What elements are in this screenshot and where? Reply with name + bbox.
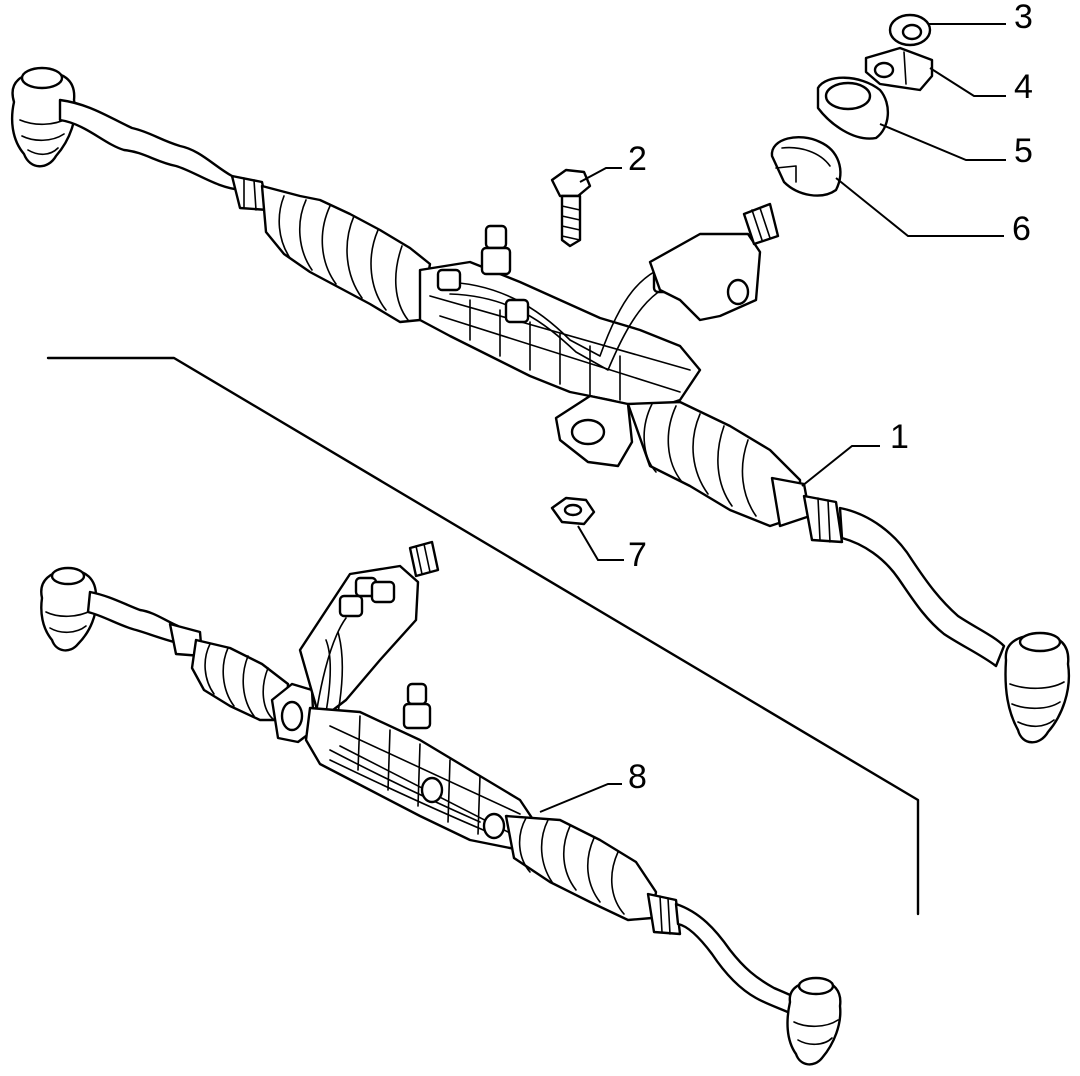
callout-leader-6 [835, 177, 1004, 237]
callout-leader-2 [579, 167, 622, 183]
rack-housing-top [418, 224, 702, 412]
left-tie-rod-end-top [10, 66, 270, 212]
bolt-part-2 [550, 168, 592, 248]
steering-rack-assembly-bottom [40, 540, 842, 1066]
callout-number-3: 3 [1014, 0, 1033, 36]
left-boot-top [260, 184, 432, 324]
right-tie-rod-top [802, 494, 1006, 668]
rack-housing-bottom [304, 682, 542, 852]
right-tie-rod-end-bottom [786, 976, 842, 1066]
callout-leader-5 [879, 123, 1006, 161]
washer-part-3 [888, 13, 932, 47]
callout-number-6: 6 [1012, 210, 1031, 248]
bracket-part-4 [864, 46, 934, 92]
rack-mount-bracket-bottom [270, 682, 316, 744]
callout-number-7: 7 [628, 536, 647, 574]
callout-leader-8 [539, 783, 622, 813]
callout-number-8: 8 [628, 758, 647, 796]
right-boot-top [626, 400, 812, 528]
clamp-ring-part-6 [770, 135, 842, 197]
callout-number-5: 5 [1014, 132, 1033, 170]
left-tie-rod-end-bottom [40, 566, 204, 658]
rack-mount-bracket-top [554, 394, 634, 468]
nut-part-7 [550, 496, 596, 526]
steering-rack-assembly-top [10, 66, 1071, 744]
callout-number-4: 4 [1014, 68, 1033, 106]
callout-number-2: 2 [628, 140, 647, 178]
callout-leader-4 [929, 67, 1006, 97]
pinion-valve-body-top [648, 202, 780, 322]
pinion-valve-body-bottom [298, 540, 440, 747]
callout-leader-7 [577, 525, 624, 561]
callout-leader-1 [801, 445, 880, 487]
right-tie-rod-bottom [646, 892, 808, 1020]
callout-number-1: 1 [890, 418, 909, 456]
bushing-part-5 [816, 76, 889, 140]
left-boot-bottom [190, 638, 290, 722]
right-boot-bottom [504, 814, 658, 922]
variant-divider-line [46, 356, 920, 916]
right-tie-rod-end-top [1004, 631, 1071, 744]
